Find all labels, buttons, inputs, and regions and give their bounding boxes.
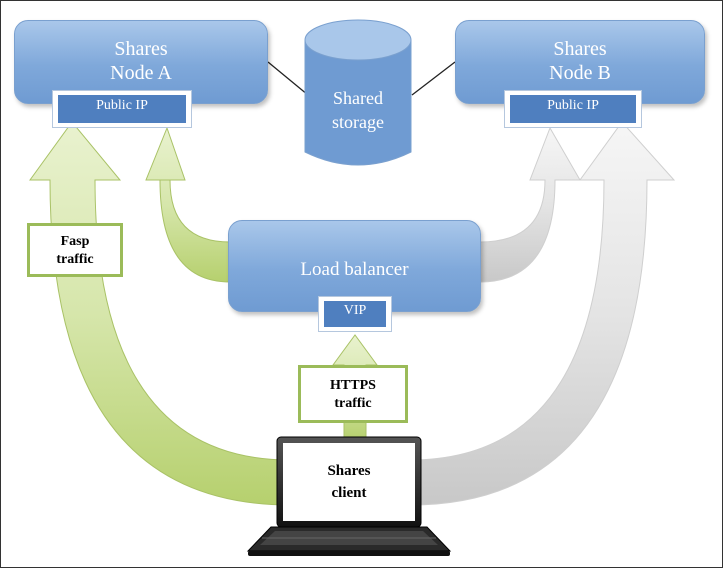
https-traffic-label: HTTPS traffic: [298, 365, 408, 423]
https-label-line2: traffic: [334, 396, 372, 411]
fasp-traffic-label: Fasp traffic: [27, 223, 123, 277]
node-b-public-ip-label: Public IP: [510, 95, 636, 123]
storage-label-line2: storage: [332, 112, 384, 132]
database-cylinder-icon: [304, 19, 412, 166]
arrow-client-to-node-a: [29, 121, 291, 506]
node-b-title-line2: Node B: [549, 62, 611, 84]
fasp-label-line2: traffic: [56, 252, 94, 267]
client-label-line1: Shares: [327, 463, 371, 479]
fasp-label-line1: Fasp: [60, 234, 90, 249]
vip-label: VIP: [324, 301, 386, 327]
load-balancer-title: Load balancer: [300, 259, 409, 280]
node-a-title-line1: Shares: [114, 38, 168, 60]
storage-label-line1: Shared: [333, 88, 383, 108]
https-label-line1: HTTPS: [330, 378, 376, 393]
connector-node-a-storage: [267, 61, 309, 96]
laptop-icon: [246, 436, 452, 556]
node-a-public-ip-label: Public IP: [58, 95, 186, 123]
arrow-lb-to-node-b: [479, 126, 581, 283]
node-b-title-line1: Shares: [553, 38, 607, 60]
arrow-client-to-node-b: [409, 121, 676, 506]
connector-node-b-storage: [411, 61, 456, 96]
client-label-line2: client: [331, 485, 367, 501]
arrow-lb-to-node-a: [145, 126, 231, 283]
node-b-public-ip: Public IP: [504, 90, 642, 128]
node-a-title-line2: Node A: [110, 62, 172, 84]
node-a-public-ip: Public IP: [52, 90, 192, 128]
vip-box: VIP: [318, 296, 392, 332]
